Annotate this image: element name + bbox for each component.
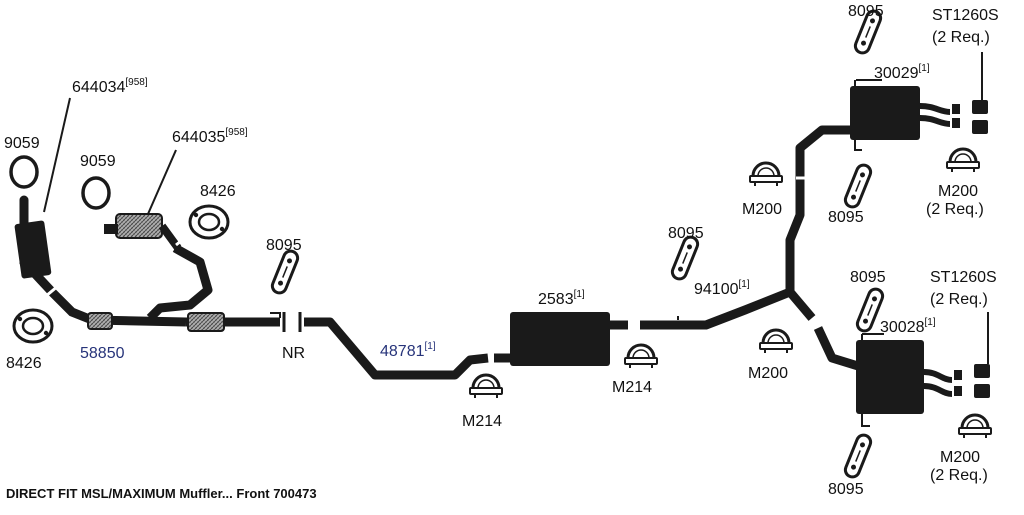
clamp-icon-m214-a: [468, 373, 504, 400]
label-8426-a: 8426: [6, 355, 42, 372]
label-st1260s-b: ST1260S: [930, 269, 997, 286]
label-8095-b: 8095: [668, 225, 704, 242]
label-8095-f: 8095: [828, 481, 864, 498]
label-8095-d: 8095: [828, 209, 864, 226]
label-30029: 30029[1]: [874, 63, 930, 82]
intermediate-pipe: [304, 317, 489, 380]
gasket-ring-right: [81, 176, 111, 210]
flange-gasket-right: [188, 204, 230, 240]
label-30028: 30028[1]: [880, 317, 936, 336]
label-644035: 644035[958]: [172, 127, 248, 146]
label-m200-b: M200: [748, 365, 788, 382]
label-m200-d: M200: [940, 449, 980, 466]
label-m214-b: M214: [612, 379, 652, 396]
label-m214-a: M214: [462, 413, 502, 430]
label-94100: 94100[1]: [694, 279, 750, 298]
label-2583: 2583[1]: [538, 289, 585, 308]
flange-gasket-left: [12, 308, 54, 344]
label-m200-c-req: (2 Req.): [926, 201, 984, 218]
hanger-icon-f: [841, 431, 875, 481]
clamp-icon-m214-b: [623, 343, 659, 370]
center-muffler: [494, 312, 628, 366]
clamp-icon-m200-d: [957, 413, 993, 440]
label-st1260s-a-req: (2 Req.): [932, 29, 990, 46]
label-8095-e: 8095: [850, 269, 886, 286]
front-pipe-assembly: [14, 195, 302, 332]
label-58850: 58850: [80, 345, 125, 362]
label-8095-c: 8095: [848, 3, 884, 20]
label-m200-d-req: (2 Req.): [930, 467, 988, 484]
leader-lines: [43, 52, 989, 364]
clamp-icon-m200-c: [945, 147, 981, 174]
hanger-icon-a: [268, 247, 302, 297]
gasket-ring-left: [9, 155, 39, 189]
label-nr: NR: [282, 345, 305, 362]
catalytic-converter-right: [115, 213, 163, 239]
flex-joint-right: [187, 312, 225, 332]
label-st1260s-a: ST1260S: [932, 7, 999, 24]
label-8426-b: 8426: [200, 183, 236, 200]
label-8095-a: 8095: [266, 237, 302, 254]
upper-rear-muffler: [850, 80, 988, 151]
flex-joint-left: [87, 312, 113, 330]
clamp-icon-m200-a: [748, 161, 784, 188]
label-9059-a: 9059: [4, 135, 40, 152]
hanger-icon-d: [841, 161, 875, 211]
lower-rear-muffler: [856, 334, 990, 427]
label-m200-a: M200: [742, 201, 782, 218]
label-st1260s-b-req: (2 Req.): [930, 291, 988, 308]
diagram-caption: DIRECT FIT MSL/MAXIMUM Muffler... Front …: [6, 486, 317, 501]
label-m200-c: M200: [938, 183, 978, 200]
y-pipe: [640, 125, 860, 371]
label-9059-b: 9059: [80, 153, 116, 170]
label-48781: 48781[1]: [380, 341, 436, 360]
clamp-icon-m200-b: [758, 328, 794, 355]
label-644034: 644034[958]: [72, 77, 148, 96]
